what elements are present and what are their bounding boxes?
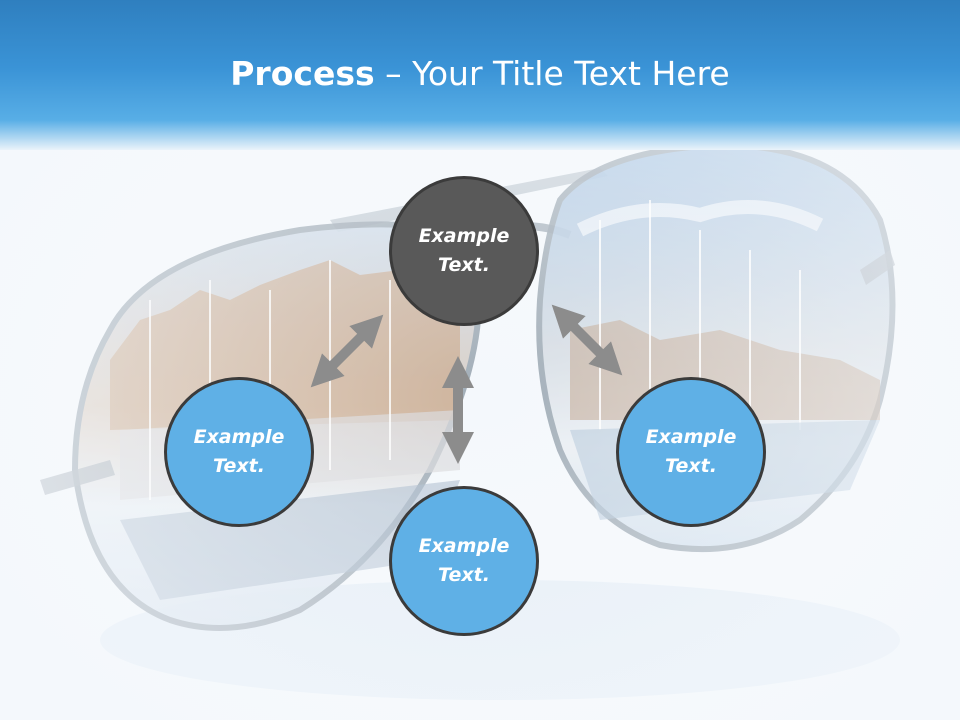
double-arrow-icon bbox=[551, 304, 623, 376]
step-right-line2: Text. bbox=[665, 455, 717, 477]
step-center-line2: Text. bbox=[438, 254, 490, 276]
process-step-bottom[interactable]: Example Text. bbox=[389, 486, 539, 636]
title-bold-text: Process bbox=[230, 54, 375, 93]
process-step-left[interactable]: Example Text. bbox=[164, 377, 314, 527]
step-bottom-line1: Example bbox=[418, 535, 510, 557]
title-rest-text: – Your Title Text Here bbox=[374, 54, 730, 93]
double-arrow-icon bbox=[310, 314, 384, 388]
step-bottom-line2: Text. bbox=[438, 564, 490, 586]
title-banner bbox=[0, 0, 960, 150]
step-right-line1: Example bbox=[645, 426, 737, 448]
step-left-line1: Example bbox=[193, 426, 285, 448]
process-step-right[interactable]: Example Text. bbox=[616, 377, 766, 527]
slide-title: Process – Your Title Text Here bbox=[0, 52, 960, 96]
process-step-center[interactable]: Example Text. bbox=[389, 176, 539, 326]
step-left-line2: Text. bbox=[213, 455, 265, 477]
step-center-line1: Example bbox=[418, 225, 510, 247]
